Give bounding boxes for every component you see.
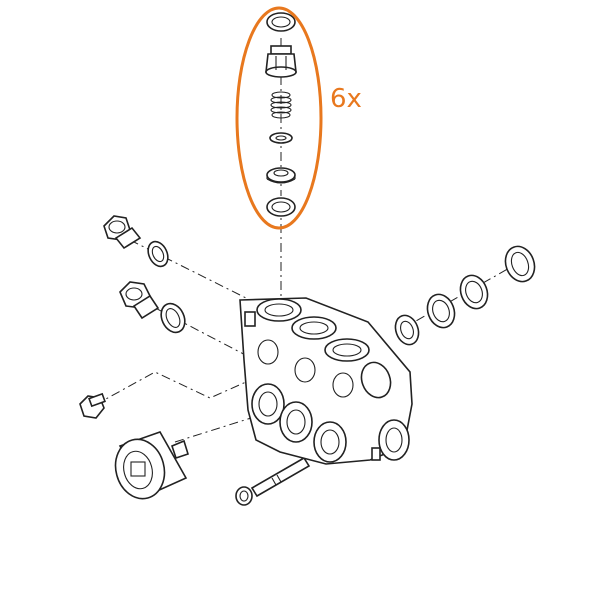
seal-axis [399, 261, 521, 331]
washer-middle [160, 302, 186, 334]
valve-o-ring-top [266, 12, 296, 32]
quantity-label: 6x [330, 84, 362, 114]
seal-ring-3 [459, 274, 489, 310]
valve-seat [266, 167, 296, 184]
pulley-cap [114, 431, 189, 500]
seal-ring-1 [394, 314, 420, 346]
long-bolt [235, 456, 311, 506]
washer-upper [147, 240, 169, 268]
valve-spring [270, 91, 292, 119]
seal-ring-2 [426, 293, 456, 329]
pump-head-body [239, 297, 413, 465]
plug-middle [119, 281, 160, 320]
valve-plate [269, 132, 293, 144]
seal-ring-4 [504, 245, 536, 283]
plug-upper [103, 215, 142, 250]
highlight-oval [235, 6, 323, 230]
valve-cage [265, 45, 297, 78]
plug-mid-axis [139, 299, 256, 361]
valve-o-ring-bottom [266, 197, 296, 217]
drain-plug-axis [94, 371, 256, 406]
drain-plug [79, 392, 106, 419]
